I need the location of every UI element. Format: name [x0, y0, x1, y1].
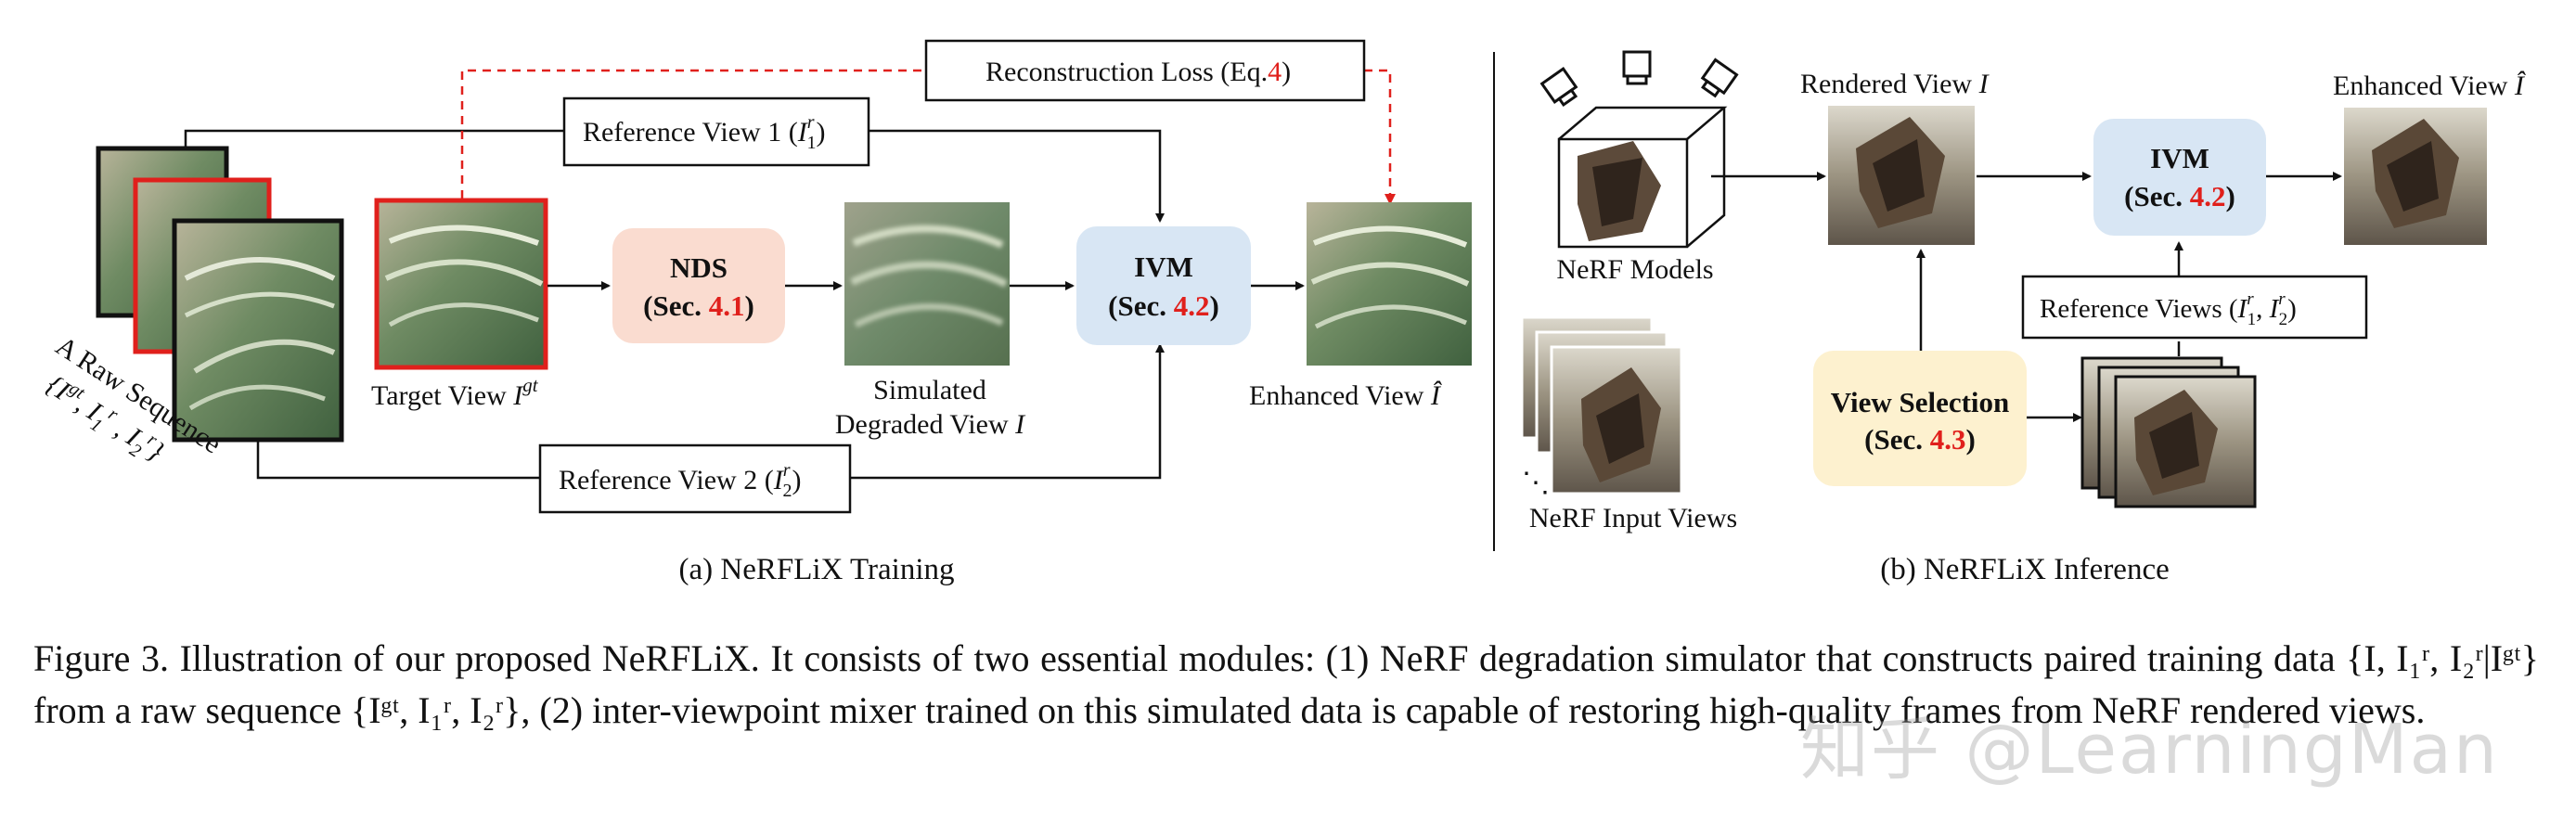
simulated-label-line1: Simulated — [873, 375, 986, 405]
watermark: 知乎 @LearningMan — [1800, 710, 2499, 790]
ivm-section-inference: (Sec. 4.2) — [2124, 180, 2235, 212]
ivm-module-training — [1076, 226, 1251, 345]
nds-section: (Sec. 4.1) — [643, 289, 754, 322]
target-view-image — [374, 198, 548, 370]
simulated-degraded-image — [844, 202, 1010, 366]
reference-views-box — [2021, 275, 2368, 340]
panel-b-label: (b) NeRFLiX Inference — [1880, 553, 2170, 586]
camera-icon — [1539, 50, 1739, 108]
figure-caption: Figure 3. Illustration of our proposed N… — [33, 637, 2539, 731]
reference-view-2-box — [538, 443, 852, 514]
reference-view-1-box — [562, 96, 870, 167]
rendered-view-image — [1828, 106, 1975, 245]
enhanced-view-label-inference: Enhanced View Î — [2333, 71, 2526, 101]
enhanced-view-image-inference — [2344, 108, 2487, 245]
nds-title: NDS — [670, 251, 728, 284]
enhanced-view-image-training — [1307, 202, 1472, 366]
reconstruction-loss-box — [924, 39, 1366, 102]
raw-sequence-stack — [96, 146, 344, 443]
nerf-models-label: NeRF Models — [1556, 254, 1713, 285]
nerf-input-views — [1520, 315, 1683, 495]
reconstruction-loss-connector — [460, 69, 1396, 205]
ivm-module-inference — [2093, 119, 2266, 236]
enhanced-view-label-training: Enhanced View Î — [1249, 380, 1442, 411]
nerf-input-dots: ⋱ — [1522, 468, 1550, 498]
ivm-title-training: IVM — [1134, 250, 1193, 283]
nerflix-figure: A Raw Sequence {Igt, I1r , I2r} Referenc… — [41, 39, 2526, 586]
selected-reference-images — [2080, 356, 2257, 508]
view-selection-module — [1813, 351, 2027, 486]
nerf-input-views-label: NeRF Input Views — [1529, 503, 1737, 533]
target-view-label: Target View Igt — [371, 374, 539, 411]
view-selection-title: View Selection — [1831, 386, 2010, 418]
ivm-section-training: (Sec. 4.2) — [1108, 289, 1219, 322]
reconstruction-loss-label: Reconstruction Loss (Eq.4) — [985, 57, 1291, 87]
nerf-model-cube — [1557, 106, 1728, 249]
simulated-label-line2: Degraded View I — [835, 409, 1026, 440]
panel-a-label: (a) NeRFLiX Training — [679, 553, 955, 586]
ivm-title-inference: IVM — [2150, 142, 2209, 174]
view-selection-section: (Sec. 4.3) — [1864, 423, 1976, 456]
nds-module — [612, 228, 785, 343]
rendered-view-label: Rendered View I — [1800, 69, 1990, 99]
